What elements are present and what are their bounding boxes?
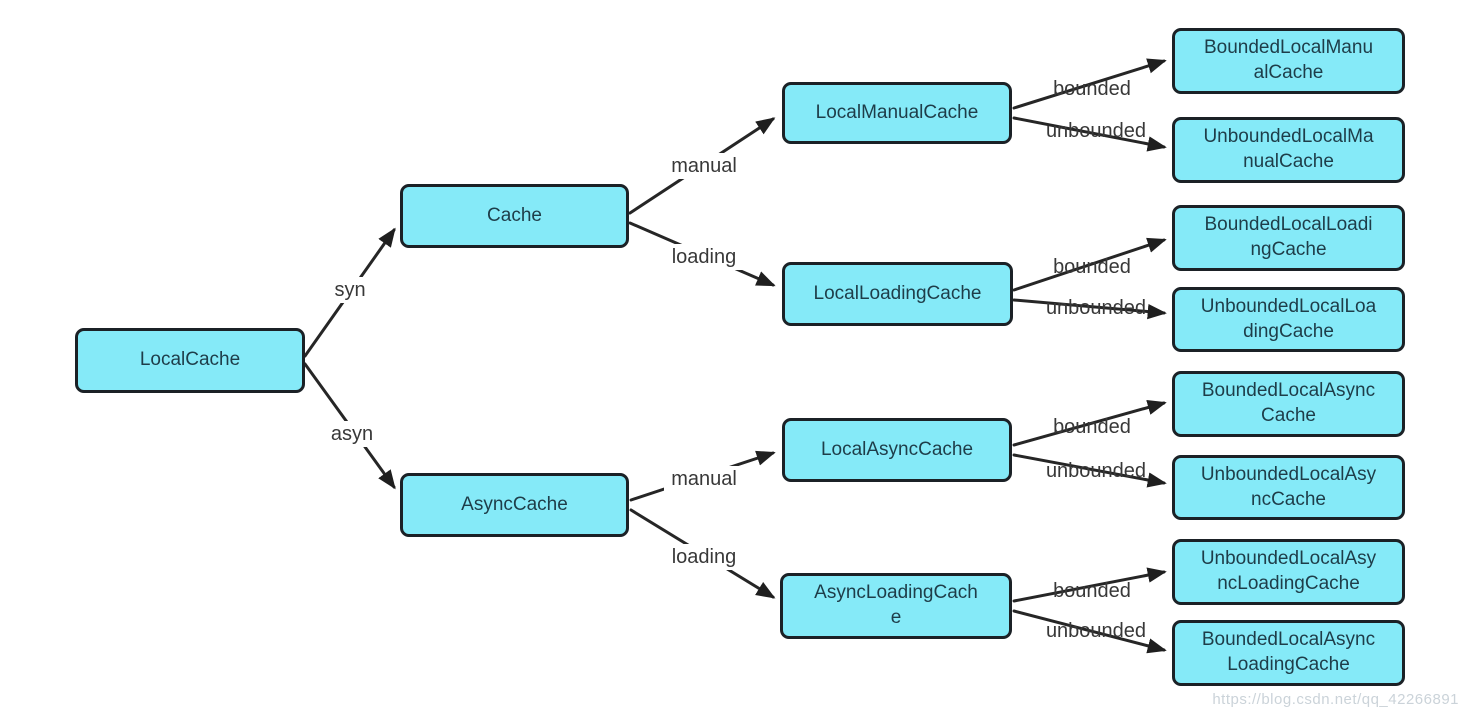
edge-unbounded-4: [1012, 609, 1167, 654]
edge-bounded-2: [1012, 237, 1167, 292]
node-bounded-local-async-cache: BoundedLocalAsyncCache: [1172, 371, 1405, 437]
node-unbounded-local-async-cache: UnboundedLocalAsyncCache: [1172, 455, 1405, 520]
edge-label-syn: syn: [320, 277, 380, 303]
node-local-loading-cache: LocalLoadingCache: [782, 262, 1013, 326]
node-async-cache: AsyncCache: [400, 473, 629, 537]
edge-bounded-4: [1012, 567, 1167, 603]
edge-label-asyn: asyn: [317, 421, 387, 447]
edge-label-loading-top: loading: [664, 244, 744, 270]
edge-unbounded-1: [1012, 116, 1167, 152]
edge-label-loading-bottom: loading: [664, 544, 744, 570]
edge-label-bounded-3: bounded: [1053, 416, 1131, 438]
edge-label-manual-top: manual: [664, 153, 744, 179]
edge-label-bounded-1: bounded: [1053, 78, 1131, 100]
node-local-async-cache: LocalAsyncCache: [782, 418, 1012, 482]
edge-unbounded-3: [1012, 453, 1167, 488]
edge-label-bounded-4: bounded: [1053, 580, 1131, 602]
node-async-loading-cache: AsyncLoadingCache: [780, 573, 1012, 639]
watermark-url: https://blog.csdn.net/qq_42266891: [1212, 691, 1459, 708]
edge-unbounded-2: [1012, 298, 1167, 320]
node-cache: Cache: [400, 184, 629, 248]
node-unbounded-local-async-loading-cache: UnboundedLocalAsyncLoadingCache: [1172, 539, 1405, 605]
edge-label-unbounded-4: unbounded: [1045, 620, 1147, 642]
edge-bounded-1: [1012, 58, 1167, 110]
node-bounded-local-manual-cache: BoundedLocalManualCache: [1172, 28, 1405, 94]
node-bounded-local-async-loading-cache: BoundedLocalAsyncLoadingCache: [1172, 620, 1405, 686]
edge-bounded-3: [1012, 400, 1167, 447]
node-local-manual-cache: LocalManualCache: [782, 82, 1012, 144]
edge-label-unbounded-1: unbounded: [1045, 120, 1147, 142]
node-unbounded-local-loading-cache: UnboundedLocalLoadingCache: [1172, 287, 1405, 352]
node-local-cache: LocalCache: [75, 328, 305, 393]
edge-label-manual-bottom: manual: [664, 466, 744, 492]
node-bounded-local-loading-cache: BoundedLocalLoadingCache: [1172, 205, 1405, 271]
edge-label-unbounded-3: unbounded: [1045, 460, 1147, 482]
edge-label-bounded-2: bounded: [1053, 256, 1131, 278]
node-unbounded-local-manual-cache: UnboundedLocalManualCache: [1172, 117, 1405, 183]
edge-label-unbounded-2: unbounded: [1045, 297, 1147, 319]
